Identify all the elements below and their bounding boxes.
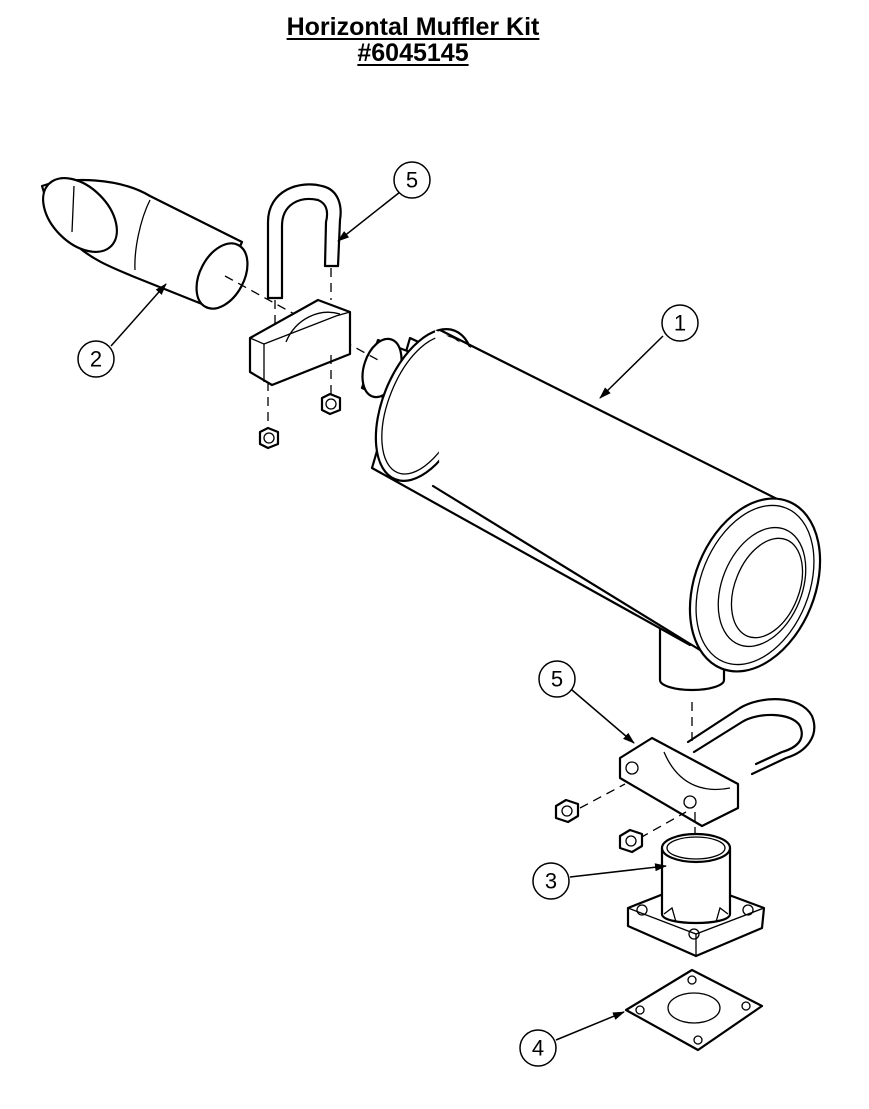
callout-4: 4	[519, 1029, 557, 1067]
callout-5-upper-number: 5	[406, 168, 418, 193]
callout-3: 3	[532, 862, 570, 900]
callout-5-upper: 5	[393, 161, 431, 199]
callout-2: 2	[77, 340, 115, 378]
muffler	[360, 328, 822, 692]
callout-1: 1	[661, 304, 699, 342]
leader-5-lower	[571, 689, 635, 744]
diagram-title: Horizontal Muffler Kit	[286, 13, 540, 41]
callout-2-number: 2	[90, 347, 102, 372]
title-block: Horizontal Muffler Kit #6045145	[0, 14, 826, 66]
callout-4-number: 4	[532, 1036, 544, 1061]
callout-5-lower: 5	[538, 660, 576, 698]
leader-4	[555, 1011, 625, 1041]
flange-adapter	[626, 832, 766, 958]
leader-1	[599, 335, 664, 399]
clamp-lower	[554, 698, 816, 854]
clamp-upper	[248, 183, 352, 450]
leader-2	[110, 283, 167, 347]
part-number: #6045145	[357, 39, 469, 67]
leader-3	[569, 863, 667, 878]
exhaust-tip	[40, 177, 379, 361]
leader-5-upper	[337, 191, 401, 242]
callout-5-lower-number: 5	[551, 667, 563, 692]
callout-1-number: 1	[674, 311, 686, 336]
gasket	[624, 968, 764, 1052]
callout-3-number: 3	[545, 869, 557, 894]
